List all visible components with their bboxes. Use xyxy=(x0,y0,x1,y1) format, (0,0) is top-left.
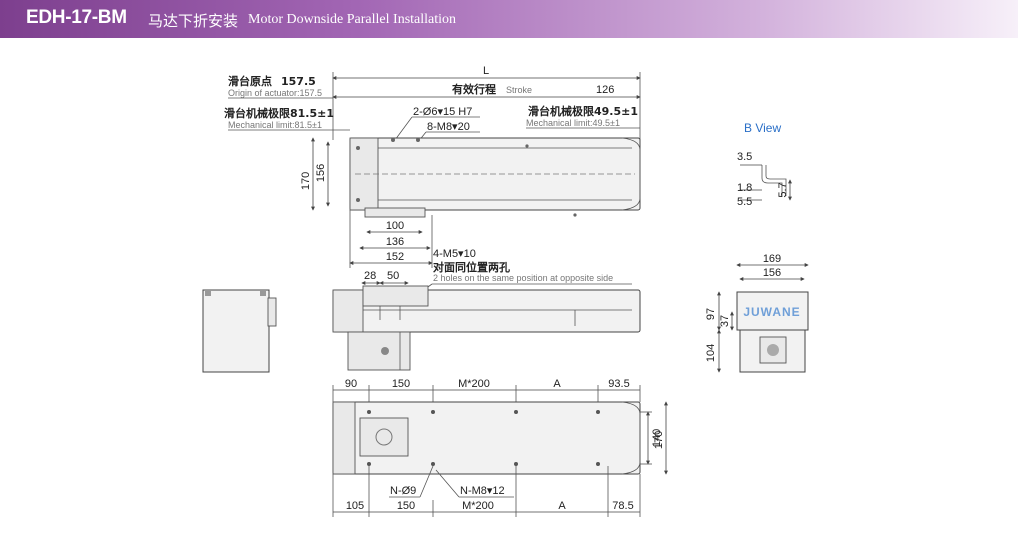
bottom-view: 90 150 M*200 A 93.5 140 170 N-Ø9 N-M8▾12 xyxy=(332,378,668,517)
height-170: 170 xyxy=(300,172,312,190)
height-170-bottom: 170 xyxy=(653,431,665,449)
header-bar: EDH-17-BM 马达下折安装 Motor Downside Parallel… xyxy=(0,0,1018,38)
motor-side xyxy=(347,331,411,371)
stroke-label-en: Stroke xyxy=(506,85,532,95)
motor-bottom xyxy=(359,417,409,457)
bottom-dim-1: 105 xyxy=(346,500,364,512)
title-chinese: 马达下折安装 xyxy=(148,12,239,30)
b-view: B View 3.5 1.8 5.5 5.7 xyxy=(737,121,792,208)
length-label: L xyxy=(483,65,489,77)
mech-limit-right-cn: 滑台机械极限49.5±1 xyxy=(528,104,638,118)
origin-label-cn: 滑台原点 xyxy=(228,74,272,88)
height-97: 97 xyxy=(705,308,717,320)
top-dim-5: 93.5 xyxy=(608,378,629,390)
dim-136: 136 xyxy=(386,236,404,248)
bottom-dim-4: A xyxy=(558,500,566,512)
side-hole-en: 2 holes on the same position at opposite… xyxy=(433,273,613,283)
slider-block-side xyxy=(332,289,364,333)
technical-drawing: 滑台原点 157.5 Origin of actuator:157.5 L 有效… xyxy=(202,65,809,517)
motor-cover-end xyxy=(202,289,270,373)
bottom-dim-3: M*200 xyxy=(462,500,494,512)
origin-label-en: Origin of actuator:157.5 xyxy=(228,88,322,98)
dim-152: 152 xyxy=(386,251,404,263)
height-140: 140 xyxy=(651,429,663,447)
left-end-view xyxy=(202,289,277,373)
title-english: Motor Downside Parallel Installation xyxy=(248,12,457,27)
dim-100: 100 xyxy=(386,220,404,232)
end-view: 169 156 JUWANE 97 37 104 xyxy=(705,253,809,373)
top-view: 滑台原点 157.5 Origin of actuator:157.5 L 有效… xyxy=(224,65,641,268)
carriage-side xyxy=(362,285,429,307)
width-169: 169 xyxy=(763,253,781,265)
b-view-profile xyxy=(761,165,783,196)
n-hole-callout: N-Ø9 xyxy=(390,485,416,497)
dim-5-7: 5.7 xyxy=(777,182,789,197)
side-hole-callout: 4-M5▾10 xyxy=(433,248,476,260)
b-view-label: B View xyxy=(744,121,781,135)
top-dim-3: M*200 xyxy=(458,378,490,390)
bottom-dim-5: 78.5 xyxy=(612,500,633,512)
pin-hole-callout: 2-Ø6▾15 H7 xyxy=(413,106,472,118)
origin-value: 157.5 xyxy=(281,75,316,88)
width-156: 156 xyxy=(763,267,781,279)
dim-3-5: 3.5 xyxy=(737,151,752,163)
model-name: EDH-17-BM xyxy=(26,7,127,28)
stroke-right-dim: 126 xyxy=(596,84,614,96)
height-104: 104 xyxy=(705,344,717,362)
tap-hole-callout: 8-M8▾20 xyxy=(427,121,470,133)
bracket-top xyxy=(364,207,426,218)
brand-watermark: JUWANE xyxy=(743,305,800,319)
dim-28: 28 xyxy=(364,270,376,282)
end-profile xyxy=(736,291,809,331)
stroke-label-cn: 有效行程 xyxy=(452,82,496,96)
side-hole-cn: 对面同位置两孔 xyxy=(433,260,510,274)
side-view: 4-M5▾10 对面同位置两孔 2 holes on the same posi… xyxy=(332,248,641,371)
height-37: 37 xyxy=(719,315,731,327)
bottom-dim-2: 150 xyxy=(397,500,415,512)
top-dim-4: A xyxy=(553,378,561,390)
dim-1-8: 1.8 xyxy=(737,182,752,194)
height-156: 156 xyxy=(315,164,327,182)
nm-hole-callout: N-M8▾12 xyxy=(460,485,505,497)
dim-5-5: 5.5 xyxy=(737,196,752,208)
top-dim-1: 90 xyxy=(345,378,357,390)
mech-limit-left-en: Mechanical limit:81.5±1 xyxy=(228,120,322,130)
mech-limit-right-en: Mechanical limit:49.5±1 xyxy=(526,118,620,128)
dim-50: 50 xyxy=(387,270,399,282)
mech-limit-left-cn: 滑台机械极限81.5±1 xyxy=(224,106,334,120)
top-dim-2: 150 xyxy=(392,378,410,390)
